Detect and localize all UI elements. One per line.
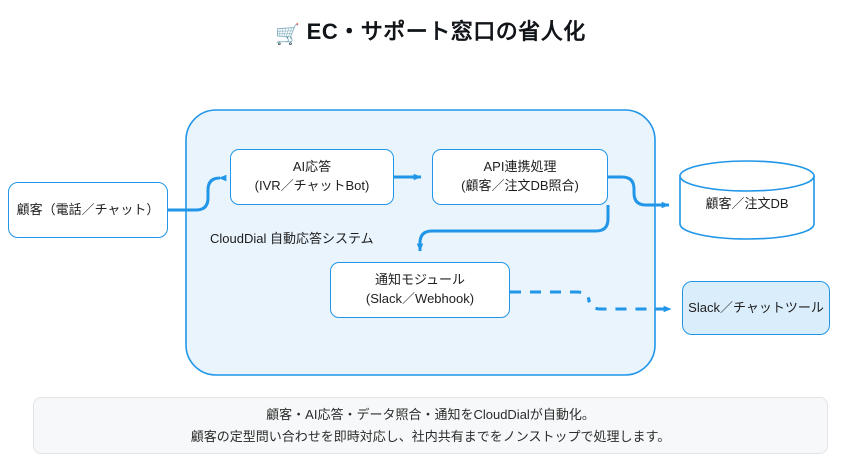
- node-api-integration-line2: (顧客／注文DB照合): [461, 178, 579, 193]
- node-slack-chat-tool[interactable]: Slack／チャットツール: [682, 281, 830, 335]
- database-cylinder: [679, 160, 815, 240]
- group-label-clouddial: CloudDial 自動応答システム: [210, 231, 374, 246]
- node-ai-response-line1: AI応答: [292, 159, 332, 175]
- footer-caption-line1: 顧客・AI応答・データ照合・通知をCloudDialが自動化。: [266, 407, 595, 423]
- node-ai-response-line2: (IVR／チャットBot): [254, 178, 370, 193]
- node-ai-response[interactable]: AI応答 (IVR／チャットBot): [230, 149, 394, 205]
- node-notification-module-line1: 通知モジュール: [374, 272, 466, 288]
- node-slack-chat-tool-line1: Slack／チャットツール: [688, 299, 824, 315]
- node-notification-module-line2: (Slack／Webhook): [365, 291, 475, 306]
- page-title-text: EC・サポート窓口の省人化: [306, 19, 586, 44]
- edge-notify-to-slack: [510, 290, 672, 313]
- edge-api-to-notify: [416, 205, 610, 252]
- shopping-cart-icon: 🛒: [275, 24, 301, 46]
- node-api-integration[interactable]: API連携処理 (顧客／注文DB照合): [432, 149, 608, 205]
- node-notification-module[interactable]: 通知モジュール (Slack／Webhook): [330, 262, 510, 318]
- node-customer-order-db-label: 顧客／注文DB: [705, 196, 789, 211]
- node-customer-line1: 顧客（電話／チャット）: [16, 201, 160, 217]
- edge-customer-to-ai: [168, 174, 227, 212]
- footer-caption-line2: 顧客の定型問い合わせを即時対応し、社内共有までをノンストップで処理します。: [190, 428, 671, 444]
- edge-api-to-db: [608, 175, 670, 209]
- node-api-integration-line1: API連携処理: [483, 159, 557, 175]
- page-title: 🛒EC・サポート窓口の省人化: [0, 14, 861, 47]
- node-customer[interactable]: 顧客（電話／チャット）: [8, 182, 168, 238]
- footer-caption: 顧客・AI応答・データ照合・通知をCloudDialが自動化。 顧客の定型問い合…: [33, 397, 828, 454]
